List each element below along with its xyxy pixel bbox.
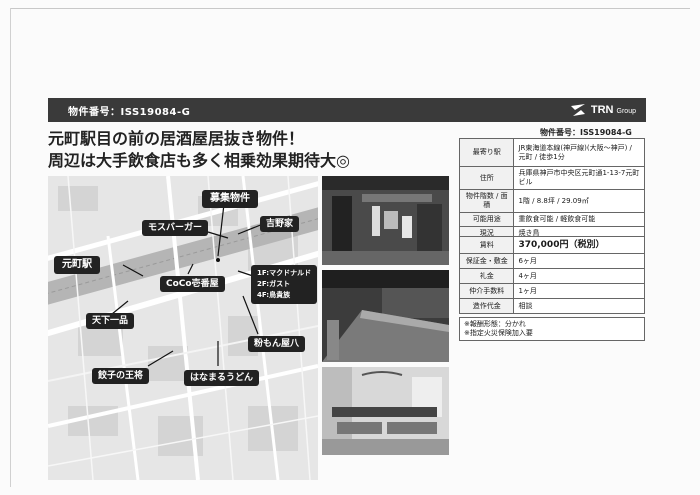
side-property-id: 物件番号：ISS19084-G: [540, 128, 632, 137]
notes-box: ※報酬形態：分かれ ※指定火災保険加入要: [459, 317, 645, 341]
info-key: 最寄り駅: [458, 138, 515, 167]
info-key: 賃料: [458, 236, 515, 254]
brand-name: TRN Group: [590, 104, 636, 116]
tenant-2f: 2F:ガスト: [257, 280, 291, 288]
label-hanamaru-udon: はなまるうどん: [184, 370, 260, 386]
photo-dining-area: [322, 367, 449, 455]
label-motomachi-station: 元町駅: [54, 256, 100, 274]
info-value: 1ヶ月: [513, 283, 645, 299]
info-value: 相談: [513, 298, 645, 314]
property-info-row: 住所兵庫県神戸市中央区元町通1-13-7元町ビル: [458, 166, 645, 190]
property-id: 物件番号：ISS19084-G: [68, 107, 191, 118]
label-mos-burger: モスバーガー: [142, 220, 209, 236]
info-key: 礼金: [458, 268, 515, 284]
info-key: 仲介手数料: [458, 283, 515, 299]
callout-lines: [111, 203, 264, 367]
headline-line-1: 元町駅目の前の居酒屋居抜き物件！: [48, 129, 305, 148]
scan-edge-top: [10, 8, 690, 9]
info-value: 1階 / 8.8坪 / 29.09㎡: [513, 189, 645, 213]
note-insurance: ※指定火災保険加入要: [464, 329, 533, 337]
info-key: 物件階数 / 面積: [458, 189, 515, 213]
target-pin: [216, 258, 220, 262]
info-key: 保証金・敷金: [458, 253, 515, 269]
photo-counter: [322, 270, 449, 362]
note-commission: ※報酬形態：分かれ: [464, 320, 526, 328]
header-bar: 物件番号：ISS19084-G TRN Group: [48, 98, 646, 122]
label-target-property: 募集物件: [202, 190, 258, 208]
headline-line-2: 周辺は大手飲食店も多く相乗効果期待大◎: [48, 151, 350, 170]
info-value: JR東海道本線(神戸線)(大阪～神戸) / 元町 / 徒歩1分: [513, 138, 645, 167]
info-value: 6ヶ月: [513, 253, 645, 269]
brand-logo: TRN Group: [569, 102, 636, 118]
area-map: 募集物件 モスバーガー 吉野家 元町駅 CoCo壱番屋 1F:マクドナルド 2F…: [48, 176, 318, 480]
info-value: 兵庫県神戸市中央区元町通1-13-7元町ビル: [513, 166, 645, 190]
label-gyoza-no-ohsho: 餃子の王将: [92, 368, 150, 384]
info-key: 造作代金: [458, 298, 515, 314]
label-yoshinoya: 吉野家: [260, 216, 300, 232]
info-key: 住所: [458, 166, 515, 190]
photo-storefront: [322, 176, 449, 265]
label-building-tenants: 1F:マクドナルド 2F:ガスト 4F:鳥貴族: [251, 265, 318, 304]
headline: 元町駅目の前の居酒屋居抜き物件！ 周辺は大手飲食店も多く相乗効果期待大◎: [48, 128, 468, 172]
rent-info-row: 造作代金相談: [458, 298, 645, 314]
label-konamonya-hachi: 粉もん屋八: [248, 336, 306, 352]
info-value: 4ヶ月: [513, 268, 645, 284]
info-value: 重飲食可能 / 軽飲食可能: [513, 212, 645, 227]
scan-edge-left: [10, 8, 11, 487]
property-info-row: 可能用途重飲食可能 / 軽飲食可能: [458, 212, 645, 227]
info-key: 可能用途: [458, 212, 515, 227]
label-tenkaippin: 天下一品: [86, 313, 135, 329]
trn-logo-icon: [569, 103, 587, 117]
tenant-4f: 4F:鳥貴族: [257, 291, 291, 299]
tenant-1f: 1F:マクドナルド: [257, 269, 312, 277]
label-coco-ichibanya: CoCo壱番屋: [160, 276, 225, 292]
info-value: 370,000円（税別）: [513, 236, 645, 254]
